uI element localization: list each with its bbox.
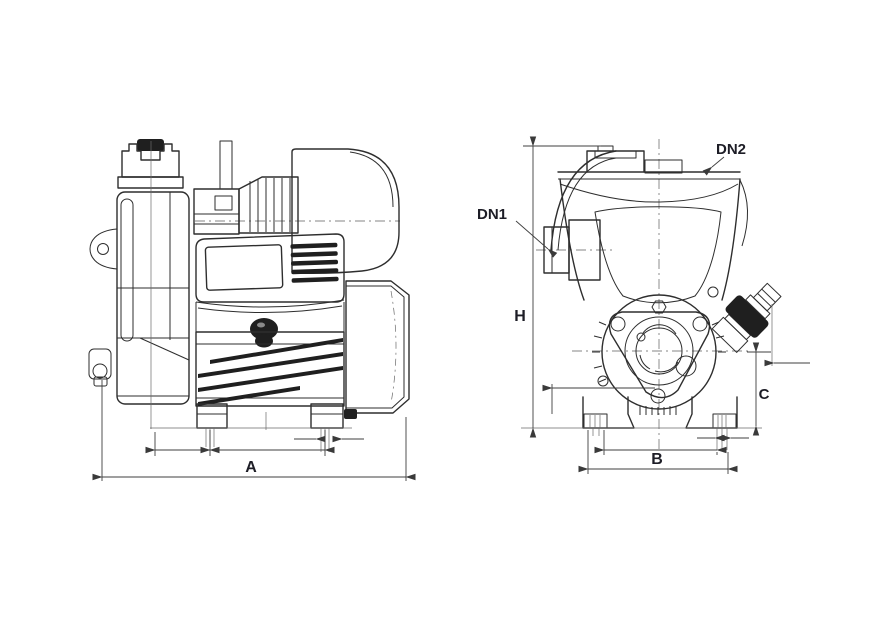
dn1-callout: DN1 xyxy=(477,206,558,258)
pressure-tank xyxy=(344,280,410,419)
label-dim-c: C xyxy=(759,386,770,403)
label-dn2: DN2 xyxy=(716,141,746,158)
front-view: H B C DN1 xyxy=(477,136,810,474)
side-view-feet xyxy=(150,403,352,452)
label-dim-a: A xyxy=(245,459,257,476)
inlet-flange xyxy=(543,219,601,281)
vent-slots xyxy=(290,242,339,283)
dn2-callout: DN2 xyxy=(702,141,746,176)
label-dim-b: B xyxy=(651,451,663,468)
dim-a: A xyxy=(92,380,416,481)
drain-knob xyxy=(250,318,278,340)
dim-h: H xyxy=(514,136,601,438)
motor-body xyxy=(291,148,400,274)
top-port-fitting xyxy=(117,139,184,189)
pump-head xyxy=(88,141,190,429)
label-dim-h: H xyxy=(514,308,526,325)
dim-b: B xyxy=(578,430,738,474)
dim-inlet-offset xyxy=(542,384,655,414)
outlet-port xyxy=(711,282,782,353)
lower-pump-body xyxy=(195,331,345,407)
control-box xyxy=(195,233,345,314)
dim-foot-chain xyxy=(145,430,364,456)
display-panel xyxy=(204,244,284,291)
side-view: A xyxy=(88,139,416,481)
front-housing xyxy=(550,145,749,304)
pump-mid-body xyxy=(195,302,345,348)
label-dn1: DN1 xyxy=(477,206,507,223)
dim-c: C xyxy=(747,342,771,436)
motor-coupling xyxy=(193,140,299,235)
front-view-feet xyxy=(582,396,738,450)
pump-casing xyxy=(592,286,726,415)
